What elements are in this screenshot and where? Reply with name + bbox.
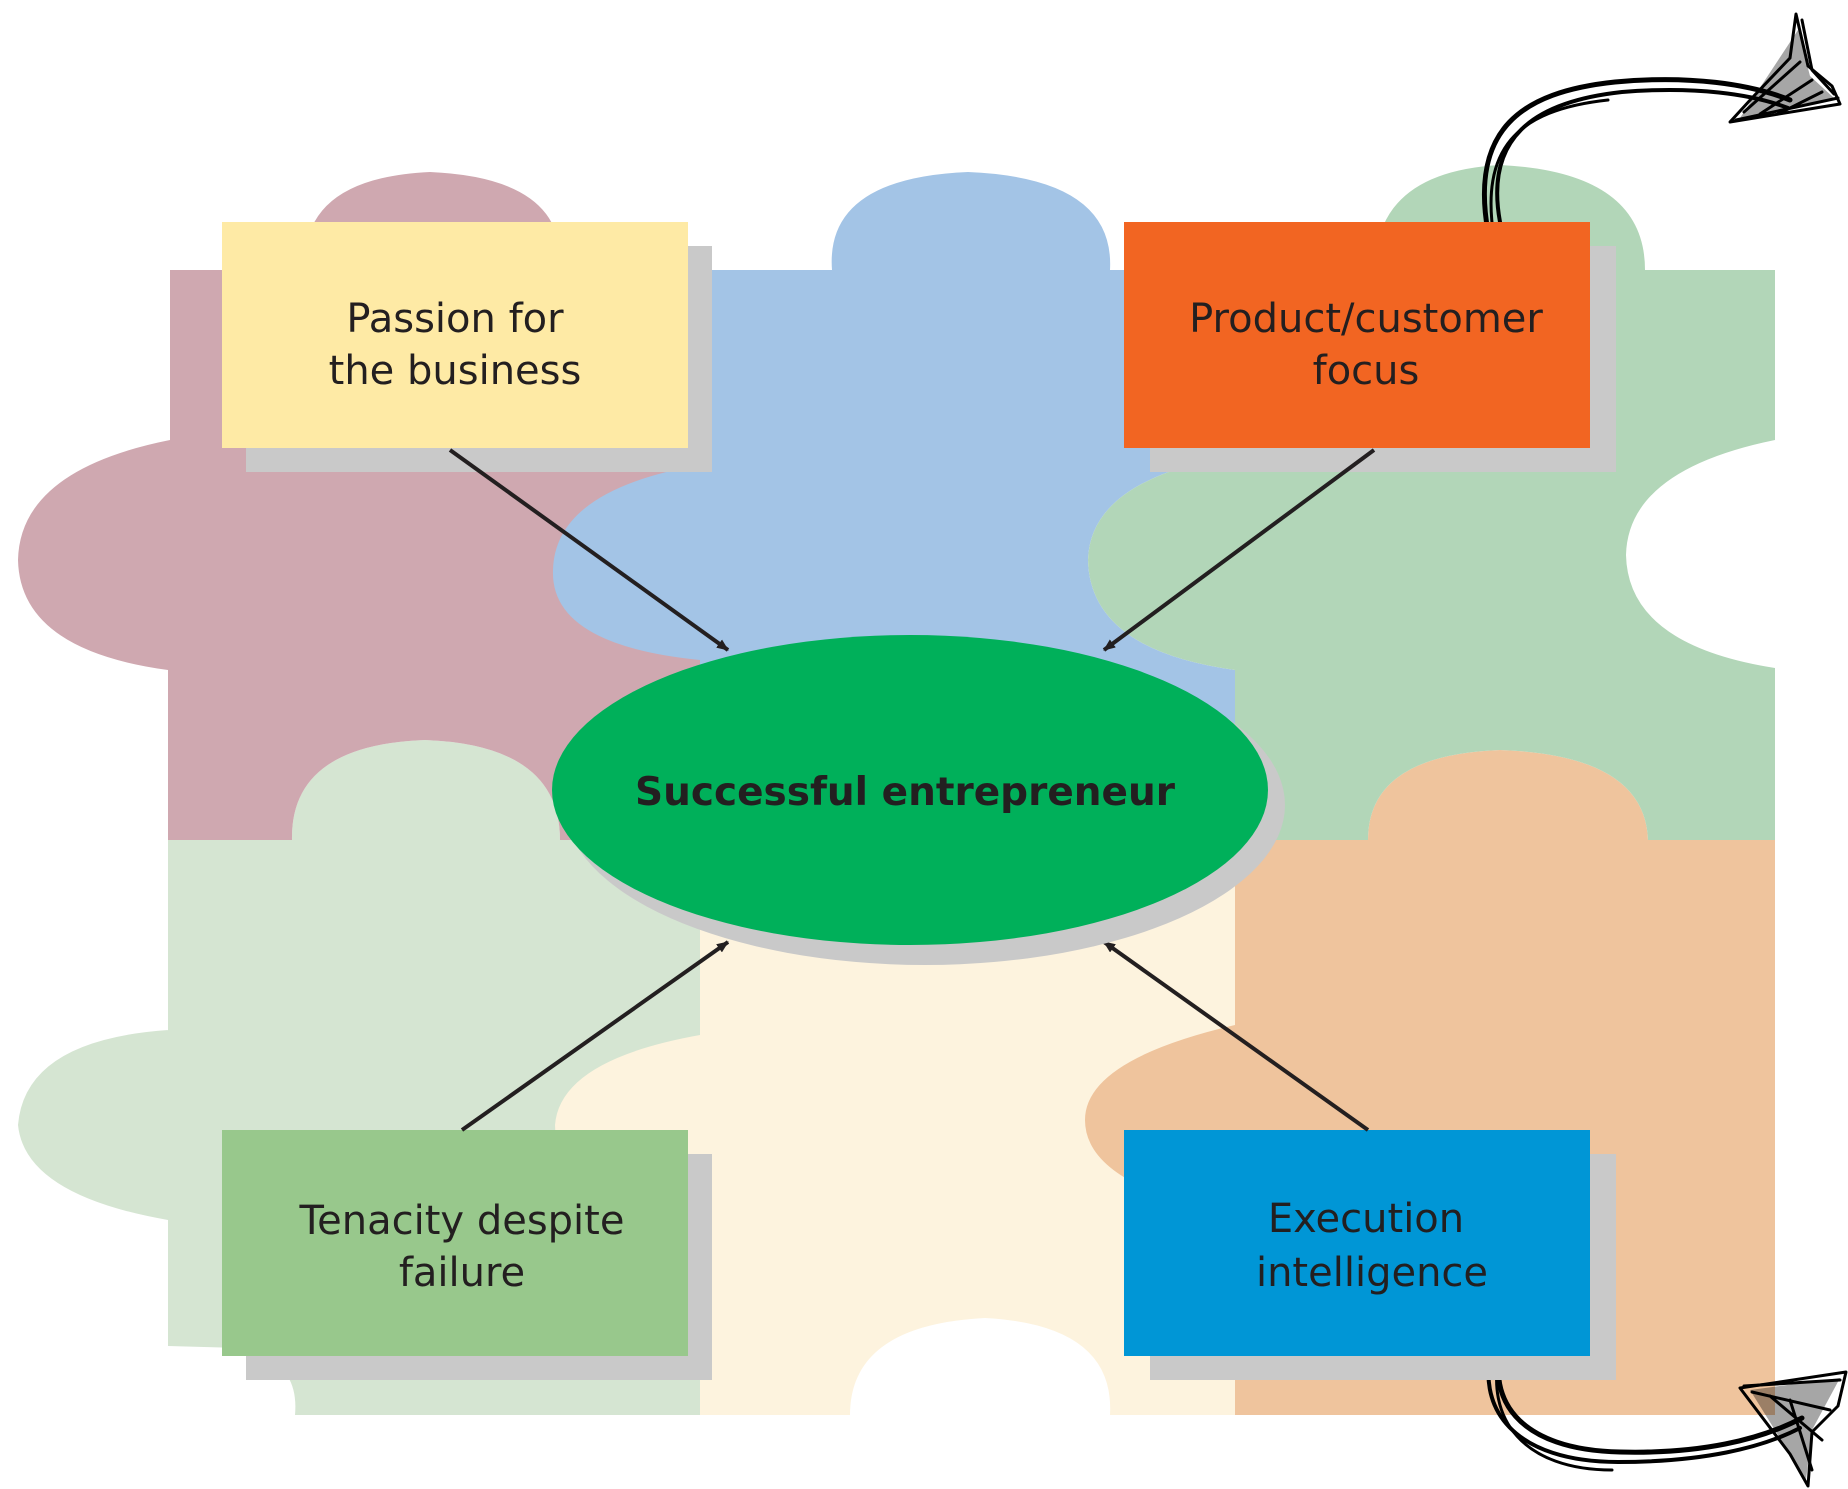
connector-arrows xyxy=(448,448,1376,1132)
box-product: Product/customer focus xyxy=(1124,222,1590,448)
connector-execution xyxy=(1102,940,1370,1132)
box-product-background xyxy=(1124,222,1590,448)
box-tenacity-background xyxy=(222,1130,688,1356)
box-passion-line-2: the business xyxy=(329,348,582,394)
sketch-arrow-bottom-right xyxy=(1486,1327,1848,1488)
connector-passion xyxy=(448,448,730,652)
center-label: Successful entrepreneur xyxy=(635,770,1176,815)
box-product-line-1: Product/customer xyxy=(1189,296,1543,342)
box-execution-line-2: intelligence xyxy=(1256,1250,1488,1296)
box-passion: Passion for the business xyxy=(222,222,688,448)
box-execution: Execution intelligence xyxy=(1124,1130,1590,1356)
center-node: Successful entrepreneur xyxy=(552,635,1285,965)
box-tenacity: Tenacity despite failure xyxy=(222,1130,688,1356)
box-execution-line-1: Execution xyxy=(1268,1196,1464,1242)
box-passion-line-1: Passion for xyxy=(346,296,564,342)
connector-tenacity xyxy=(460,940,730,1132)
box-tenacity-line-1: Tenacity despite xyxy=(299,1198,625,1244)
box-product-line-2: focus xyxy=(1313,348,1420,394)
sketch-arrow-top-right xyxy=(1481,12,1842,240)
box-execution-background xyxy=(1124,1130,1590,1356)
box-tenacity-line-2: failure xyxy=(399,1250,525,1296)
connector-product xyxy=(1102,448,1376,652)
puzzle-piece-cream xyxy=(555,840,1235,1415)
center-ellipse xyxy=(552,635,1268,945)
box-passion-background xyxy=(222,222,688,448)
